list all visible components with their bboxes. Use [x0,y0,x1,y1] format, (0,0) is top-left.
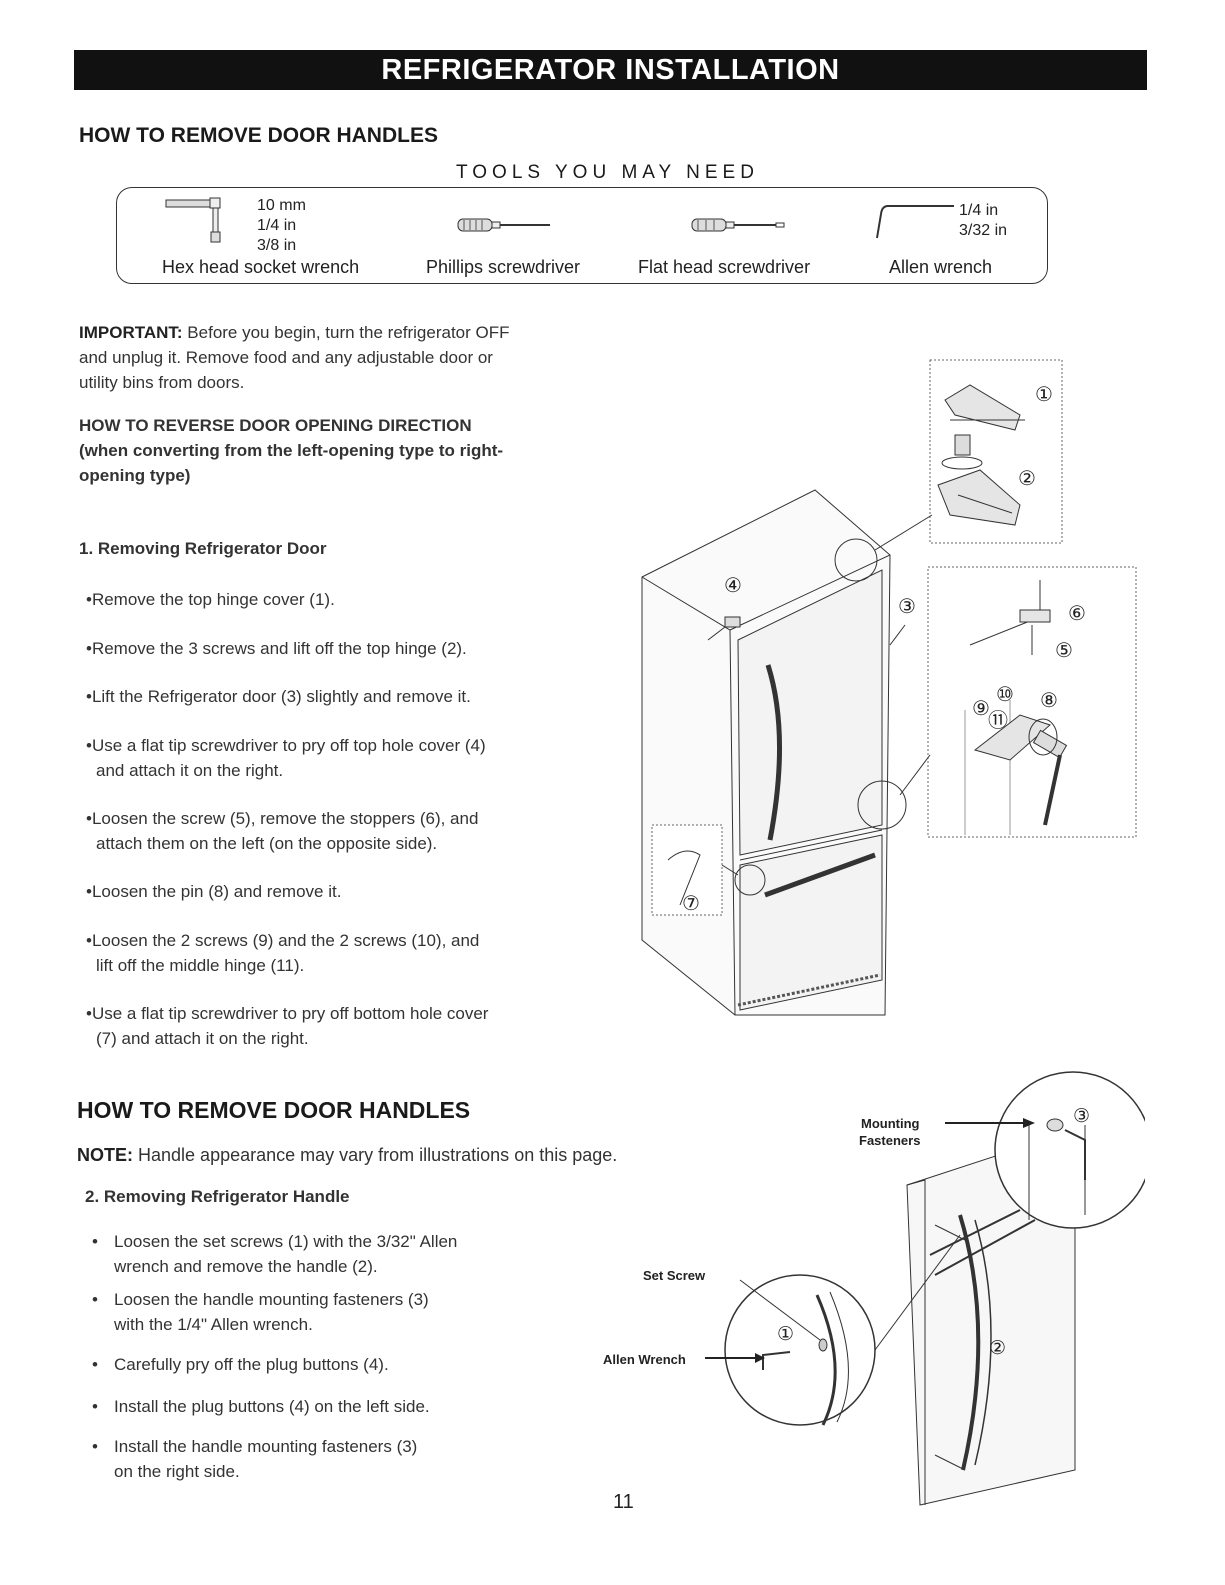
allen-wrench-icon [876,205,954,239]
callout-number: ④ [724,575,742,597]
tool-label: Phillips screwdriver [426,257,581,277]
tool-label: Hex head socket wrench [162,257,360,277]
step1-bullet: •Lift the Refrigerator door (3) slightly… [86,687,471,706]
step1-bullet: •Remove the top hinge cover (1). [86,590,335,609]
step1-bullet: •Remove the 3 screws and lift off the to… [86,639,467,658]
step1-heading: 1. Removing Refrigerator Door [79,539,327,558]
callout-number: ⑩ [996,684,1014,706]
callout-number: ⑨ [972,698,990,720]
step1-bullet: •Loosen the pin (8) and remove it. [86,882,342,901]
important-label: IMPORTANT: [79,323,183,342]
step2-bullet-dot: • [92,1232,98,1251]
reverse-heading: HOW TO REVERSE DOOR OPENING DIRECTION [79,416,472,435]
callout-number: ② [1018,468,1036,490]
step2-bullet: Loosen the handle mounting fasteners (3) [114,1290,429,1309]
mounting-label: Mounting [861,1116,920,1131]
allen-wrench-label: Allen Wrench [603,1352,686,1367]
tool-size: 1/4 in [257,217,297,234]
reverse-heading: (when converting from the left-opening t… [79,441,504,460]
callout-number: ⑥ [1068,603,1086,625]
step1-bullet-cont: and attach it on the right. [96,761,284,780]
step2-bullet-dot: • [92,1355,98,1374]
tool-size: 3/32 in [959,222,1008,239]
page-number: 11 [613,1491,634,1513]
section-heading-remove-handles-2: HOW TO REMOVE DOOR HANDLES [77,1097,471,1123]
step2-bullet: Carefully pry off the plug buttons (4). [114,1355,389,1374]
phillips-screwdriver-icon [457,218,550,232]
step1-bullet-cont: attach them on the left (on the opposite… [96,834,438,853]
set-screw-label: Set Screw [643,1268,706,1283]
refrigerator-door-diagram: ① ② ③ ④ ⑤ ⑥ ⑦ ⑧ ⑨ ⑩ ⑪ [641,359,1137,1016]
step1-bullet: •Loosen the screw (5), remove the stoppe… [86,809,479,828]
important-line: and unplug it. Remove food and any adjus… [79,348,493,367]
callout-number: ② [989,1338,1006,1359]
note-line: NOTE: Handle appearance may vary from il… [77,1143,617,1168]
tools-box [116,187,1048,284]
hex-socket-wrench-icon [165,197,221,243]
callout-number: ① [777,1324,794,1345]
important-line: utility bins from doors. [79,373,245,392]
step2-bullet-cont: on the right side. [114,1462,240,1481]
callout-number: ⑦ [682,893,700,915]
callout-number: ⑧ [1040,690,1058,712]
step2-bullet-cont: with the 1/4" Allen wrench. [114,1315,313,1334]
step1-bullet: •Use a flat tip screwdriver to pry off b… [86,1004,489,1023]
step2-bullet-dot: • [92,1437,98,1456]
section-heading-remove-handles: HOW TO REMOVE DOOR HANDLES [79,124,438,147]
tool-size: 1/4 in [959,202,999,219]
tool-label: Allen wrench [889,257,993,277]
tool-size: 3/8 in [257,237,297,254]
callout-number: ③ [898,596,916,618]
page-banner: REFRIGERATOR INSTALLATION [74,50,1147,90]
step1-bullet: •Loosen the 2 screws (9) and the 2 screw… [86,931,480,950]
important-text: Before you begin, turn the refrigerator … [187,323,510,342]
note-text: Handle appearance may vary from illustra… [138,1145,618,1165]
callout-number: ③ [1073,1106,1090,1127]
step1-bullet: •Use a flat tip screwdriver to pry off t… [86,736,486,755]
step2-bullet-dot: • [92,1290,98,1309]
step2-bullet: Install the plug buttons (4) on the left… [114,1397,430,1416]
step2-bullet: Install the handle mounting fasteners (3… [114,1437,418,1456]
callout-number: ⑪ [988,709,1008,732]
step1-bullet-cont: lift off the middle hinge (11). [96,956,305,975]
step2-bullet-cont: wrench and remove the handle (2). [114,1257,378,1276]
important-line: IMPORTANT: Before you begin, turn the re… [79,320,510,345]
step2-bullet: Loosen the set screws (1) with the 3/32"… [114,1232,458,1251]
fasteners-label: Fasteners [859,1133,920,1148]
callout-number: ① [1035,384,1053,406]
step2-bullet-dot: • [92,1397,98,1416]
door-handle-diagram: Mounting Fasteners Set Screw Allen Wrenc… [603,1071,1145,1506]
reverse-heading: opening type) [79,466,191,485]
tool-label: Flat head screwdriver [638,257,811,277]
tools-title: TOOLS YOU MAY NEED [456,162,759,183]
tool-size: 10 mm [257,197,306,214]
callout-number: ⑤ [1055,640,1073,662]
step2-heading: 2. Removing Refrigerator Handle [85,1187,350,1206]
note-label: NOTE: [77,1145,133,1165]
flat-head-screwdriver-icon [691,218,785,232]
step1-bullet-cont: (7) and attach it on the right. [96,1029,309,1048]
